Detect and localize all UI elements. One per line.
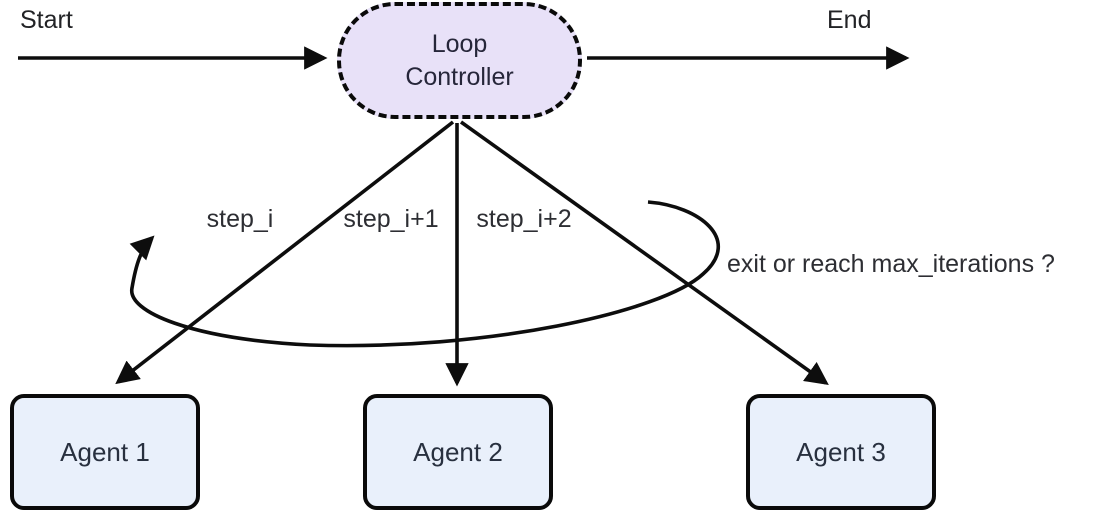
end-label: End — [827, 6, 872, 34]
agent-2-label: Agent 2 — [413, 436, 503, 467]
loop-controller-node: Loop Controller — [337, 2, 582, 119]
edge-label-step-i1: step_i+1 — [343, 205, 439, 233]
loop-controller-label: Loop Controller — [405, 29, 514, 91]
agent-1-node: Agent 1 — [10, 394, 200, 510]
agent-1-label: Agent 1 — [60, 436, 150, 467]
edge-controller-to-agent3 — [459, 120, 829, 386]
edge-label-step-i: step_i — [206, 205, 274, 233]
edge-controller-to-agent1 — [115, 120, 455, 385]
edge-loop-back-curve — [129, 200, 720, 348]
agent-3-node: Agent 3 — [746, 394, 936, 510]
agent-2-node: Agent 2 — [363, 394, 553, 510]
loop-condition-label: exit or reach max_iterations ? — [727, 250, 1055, 278]
agent-3-label: Agent 3 — [796, 436, 886, 467]
start-label: Start — [20, 6, 73, 34]
edge-label-step-i2: step_i+2 — [476, 205, 572, 233]
